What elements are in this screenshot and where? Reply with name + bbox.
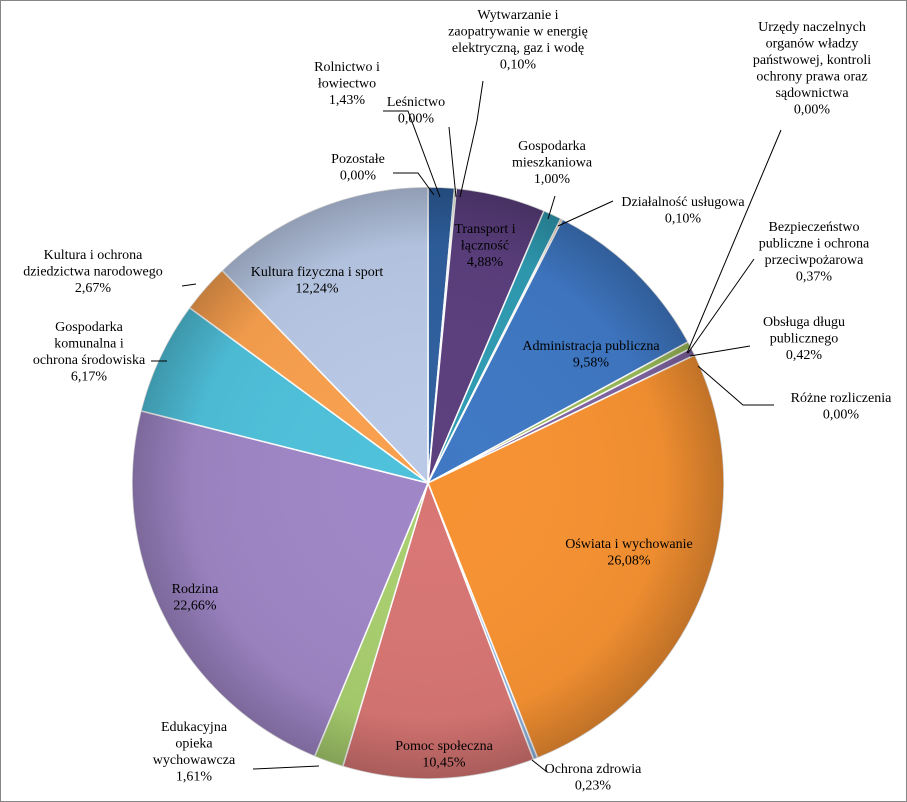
slice-label-line: dziedzictwa narodowego bbox=[23, 265, 163, 280]
slice-label-line: Wytwarzanie i bbox=[477, 8, 558, 23]
slice-label-line: sądownictwa bbox=[775, 86, 849, 101]
slice-label-line: Urzędy naczelnych bbox=[758, 20, 866, 35]
slice-label: Kultura fizyczna i sport 12,24% bbox=[251, 265, 384, 297]
leader-line bbox=[252, 765, 320, 770]
slice-label-line: 0,42% bbox=[786, 348, 823, 363]
slice-label: Rodzina 22,66% bbox=[172, 582, 219, 614]
slice-label-line: 0,23% bbox=[575, 779, 612, 794]
slice-label: Pomoc społeczna 10,45% bbox=[395, 739, 493, 771]
slice-label-line: Kultura i ochrona bbox=[44, 248, 144, 263]
leader-line bbox=[547, 195, 556, 220]
slice-label-line: 22,66% bbox=[173, 599, 217, 614]
slice-label-line: Transport i bbox=[454, 222, 515, 237]
slice-label-line: Bezpieczeństwo bbox=[769, 220, 860, 235]
slice-label-line: opieka bbox=[175, 737, 213, 752]
slice-label-line: mieszkaniowa bbox=[512, 156, 593, 171]
leader-line bbox=[181, 283, 197, 287]
leader-line bbox=[531, 759, 548, 773]
slice-label-line: 1,61% bbox=[176, 770, 213, 785]
slice-label-line: wychowawcza bbox=[153, 753, 236, 768]
slice-label: Działalność usługowa 0,10% bbox=[621, 195, 745, 227]
slice-label-line: publiczne i ochrona bbox=[759, 237, 870, 252]
slice-label-line: 0,00% bbox=[340, 169, 377, 184]
leader-line bbox=[393, 172, 435, 196]
slice-label-line: 6,17% bbox=[71, 370, 108, 385]
slice-label-line: Gospodarka bbox=[55, 320, 123, 335]
slice-label-line: Rodzina bbox=[172, 582, 219, 597]
slice-label-line: państwowej, kontroli bbox=[753, 53, 871, 68]
slice-label-line: 26,08% bbox=[607, 554, 651, 569]
leader-line bbox=[448, 126, 457, 198]
slice-label-line: elektryczną, gaz i wodę bbox=[452, 41, 584, 56]
pie-edge-shading bbox=[132, 187, 724, 779]
leader-line bbox=[687, 258, 755, 354]
slice-label: Oświata i wychowanie 26,08% bbox=[565, 537, 693, 569]
slice-label-line: 2,67% bbox=[75, 281, 112, 296]
pie-shading bbox=[132, 187, 724, 779]
slice-label-line: zaopatrywanie w energię bbox=[448, 25, 588, 40]
slice-label-line: Rolnictwo i bbox=[314, 60, 380, 75]
leader-line bbox=[689, 345, 751, 357]
slice-label-line: ochrona środowiska bbox=[33, 353, 146, 368]
slice-label-line: Pomoc społeczna bbox=[395, 739, 493, 754]
slice-label-line: 0,00% bbox=[794, 103, 831, 118]
slice-label-line: 0,37% bbox=[796, 270, 833, 285]
slice-label-line: 0,10% bbox=[665, 212, 702, 227]
slice-label: Administracja publiczna 9,58% bbox=[522, 339, 660, 371]
slice-label-line: 9,58% bbox=[573, 356, 610, 371]
slice-label-line: 1,00% bbox=[534, 172, 571, 187]
slice-label-line: 0,00% bbox=[398, 112, 435, 127]
slice-label: Leśnictwo 0,00% bbox=[387, 95, 445, 127]
slice-label-line: Działalność usługowa bbox=[621, 195, 745, 210]
leader-line bbox=[697, 365, 774, 406]
leader-lines bbox=[151, 80, 782, 773]
slice-label-line: Różne rozliczenia bbox=[791, 391, 892, 406]
slice-label-line: przeciwpożarowa bbox=[765, 253, 865, 268]
slice-label-line: Obsługa długu bbox=[763, 315, 845, 330]
slice-label-line: 4,88% bbox=[467, 255, 504, 270]
leader-line bbox=[383, 110, 441, 198]
slice-label-line: publicznego bbox=[770, 332, 838, 347]
slice-label-line: Gospodarka bbox=[518, 139, 586, 154]
slice-label-line: Kultura fizyczna i sport bbox=[251, 265, 384, 280]
slice-label-line: ochrony prawa oraz bbox=[756, 70, 867, 85]
slice-label-line: Edukacyjna bbox=[161, 720, 228, 735]
slice-label-line: 12,24% bbox=[295, 282, 339, 297]
slice-label-line: organów władzy bbox=[766, 37, 859, 52]
slice-label: Różne rozliczenia 0,00% bbox=[791, 391, 892, 423]
slice-label-line: 0,00% bbox=[823, 408, 860, 423]
slice-label-line: 1,43% bbox=[329, 93, 366, 108]
slice-label-line: 0,10% bbox=[500, 58, 537, 73]
slice-label-line: łowiectwo bbox=[318, 77, 376, 92]
slice-label-line: Ochrona zdrowia bbox=[545, 762, 643, 777]
leader-line bbox=[686, 129, 782, 354]
slice-label-line: Pozostałe bbox=[331, 152, 385, 167]
leader-line bbox=[459, 80, 484, 198]
slice-label-line: komunalna i bbox=[54, 337, 124, 352]
slice-label-line: 10,45% bbox=[422, 756, 466, 771]
slice-label: Pozostałe 0,00% bbox=[331, 152, 385, 184]
slice-label-line: Oświata i wychowanie bbox=[565, 537, 693, 552]
slice-label-line: łączność bbox=[461, 239, 509, 254]
leader-line bbox=[557, 200, 614, 227]
slice-label-line: Administracja publiczna bbox=[522, 339, 660, 354]
slice-label-line: Leśnictwo bbox=[387, 95, 445, 110]
slice-label: Ochrona zdrowia 0,23% bbox=[545, 762, 643, 794]
